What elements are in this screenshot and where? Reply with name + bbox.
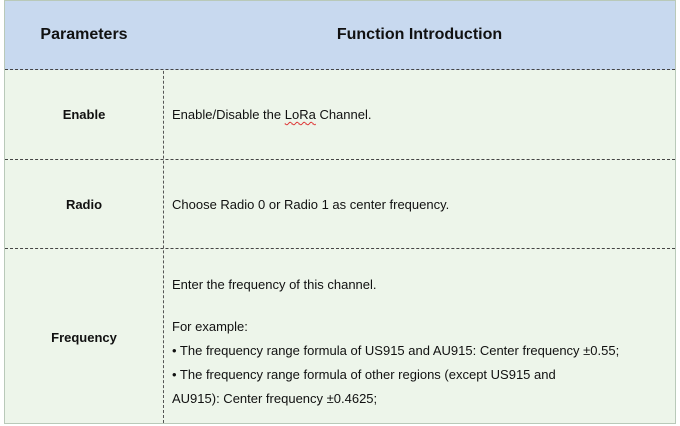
table-row-frequency: Frequency Enter the frequency of this ch…: [5, 249, 675, 425]
desc-frequency-line-4: • The frequency range formula of other r…: [172, 367, 556, 382]
desc-frequency-line-1: Enter the frequency of this channel.: [172, 277, 377, 292]
param-frequency: Frequency: [51, 329, 117, 345]
header-parameters: Parameters: [40, 26, 128, 43]
param-radio: Radio: [65, 196, 103, 212]
table-header-row: Parameters Function Introduction: [5, 1, 675, 70]
desc-frequency-line-3: • The frequency range formula of US915 a…: [172, 343, 620, 358]
column-divider: [163, 1, 164, 423]
header-function-introduction: Function Introduction: [336, 26, 503, 43]
desc-frequency: Enter the frequency of this channel. For…: [164, 249, 675, 425]
parameters-table: Parameters Function Introduction Enable …: [4, 0, 676, 424]
desc-frequency-line-2: For example:: [172, 319, 248, 334]
desc-enable-lora: LoRa: [284, 107, 316, 122]
desc-radio: Choose Radio 0 or Radio 1 as center freq…: [172, 196, 450, 212]
desc-enable-text-1: Enable/Disable the: [172, 107, 285, 122]
table-row-enable: Enable Enable/Disable the LoRa Channel.: [5, 70, 675, 160]
desc-frequency-line-5: AU915): Center frequency ±0.4625;: [172, 391, 378, 406]
desc-enable-text-2: Channel.: [315, 107, 372, 122]
param-enable: Enable: [62, 107, 106, 122]
desc-enable: Enable/Disable the LoRa Channel.: [164, 70, 675, 159]
table-row-radio: Radio Choose Radio 0 or Radio 1 as cente…: [5, 160, 675, 249]
